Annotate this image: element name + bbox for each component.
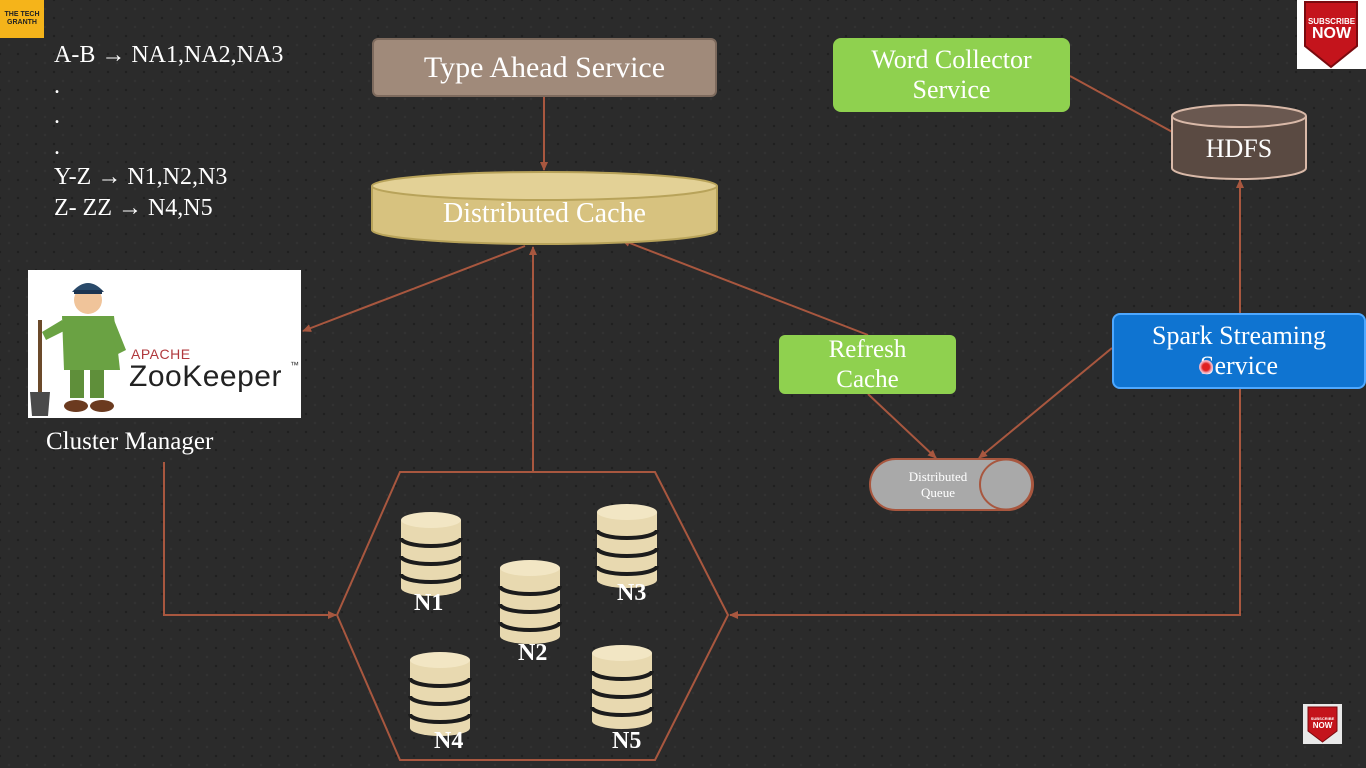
- arrow-wordcollector-to-hdfs: [1069, 75, 1188, 141]
- database-stack-icon: [595, 504, 659, 588]
- word-collector-label-line2: Service: [912, 75, 991, 104]
- subscribe-text-small: SUBSCRIBE: [1310, 716, 1335, 721]
- refresh-cache-box: Refresh Cache: [779, 335, 956, 394]
- node-label-n2: N2: [518, 640, 548, 666]
- node-label-n3: N3: [617, 580, 647, 606]
- word-collector-service-box: Word Collector Service: [833, 38, 1070, 112]
- cluster-manager-label: Cluster Manager: [46, 428, 214, 455]
- subscribe-badge-icon: [1307, 706, 1338, 743]
- node-label-n5: N5: [612, 728, 642, 754]
- queue-label-line1: Distributed: [908, 469, 968, 484]
- arrow-clustermanager-to-nodes: [163, 462, 337, 619]
- mapping-ellipsis: .: [54, 103, 60, 129]
- mapping-line: A-B → NA1,NA2,NA3: [54, 42, 284, 68]
- database-stack-icon: [399, 512, 463, 596]
- subscribe-now-text: NOW: [1311, 25, 1352, 42]
- arrow-refresh-to-cache: [621, 239, 869, 336]
- arrow-refresh-to-queue: [867, 393, 937, 459]
- type-ahead-service-label: Type Ahead Service: [423, 50, 666, 84]
- distributed-queue-label: Distributed Queue: [880, 469, 996, 501]
- subscribe-badge-bottom[interactable]: SUBSCRIBE NOW: [1303, 704, 1342, 744]
- mapping-ellipsis: .: [54, 72, 60, 99]
- range-mapping-list: A-B → NA1,NA2,NA3 . . . Y-Z → N1,N2,N3 Z…: [54, 40, 283, 223]
- distributed-cache-label: Distributed Cache: [443, 198, 646, 229]
- hdfs-cylinder: [1171, 104, 1307, 180]
- node-label-n4: N4: [434, 728, 464, 754]
- zookeeper-name-text: ZooKeeper: [129, 360, 282, 393]
- database-stack-icon: [498, 560, 562, 644]
- zookeeper-apache-text: APACHE: [131, 346, 191, 362]
- refresh-cache-label-line2: Cache: [836, 365, 899, 393]
- arrow-spark-to-queue: [978, 347, 1113, 459]
- distributed-queue-shape: [869, 458, 1034, 511]
- zookeeper-mascot-icon: [30, 283, 126, 416]
- mapping-line: Y-Z → N1,N2,N3: [54, 164, 228, 190]
- type-ahead-service-box: Type Ahead Service: [372, 38, 717, 97]
- spark-label-line1: Spark Streaming: [1151, 321, 1327, 350]
- spark-streaming-service-box: Spark Streaming Service: [1112, 313, 1366, 389]
- mapping-line: Z- ZZ → N4,N5: [54, 194, 213, 221]
- subscribe-badge-top[interactable]: SUBSCRIBE NOW: [1297, 0, 1366, 69]
- subscribe-now-text-small: NOW: [1312, 721, 1333, 730]
- mapping-ellipsis: .: [54, 133, 60, 160]
- zookeeper-trademark: ™: [290, 360, 299, 370]
- database-stack-icon: [408, 652, 472, 736]
- arrow-cache-to-zookeeper: [302, 245, 526, 332]
- logo-line2: GRANTH: [7, 19, 37, 26]
- hdfs-label: HDFS: [1205, 134, 1273, 163]
- subscribe-text: SUBSCRIBE: [1307, 17, 1356, 26]
- node-label-n1: N1: [414, 590, 444, 616]
- arrow-spark-to-nodes: [729, 389, 1241, 619]
- channel-logo: THE TECH GRANTH: [0, 0, 44, 38]
- spark-label-line2: Service: [1200, 351, 1278, 380]
- node-cluster-hexagon: [335, 471, 730, 761]
- database-stack-icon: [590, 645, 654, 729]
- cursor-highlight: [1199, 360, 1213, 374]
- subscribe-badge-icon: [1304, 1, 1358, 69]
- word-collector-label-line1: Word Collector: [871, 45, 1032, 74]
- distributed-cache-cylinder: [371, 171, 718, 246]
- logo-line1: THE TECH: [4, 11, 40, 18]
- refresh-cache-label-line1: Refresh: [828, 335, 907, 363]
- zookeeper-logo: APACHE ZooKeeper ™: [28, 270, 301, 418]
- queue-label-line2: Queue: [921, 485, 955, 500]
